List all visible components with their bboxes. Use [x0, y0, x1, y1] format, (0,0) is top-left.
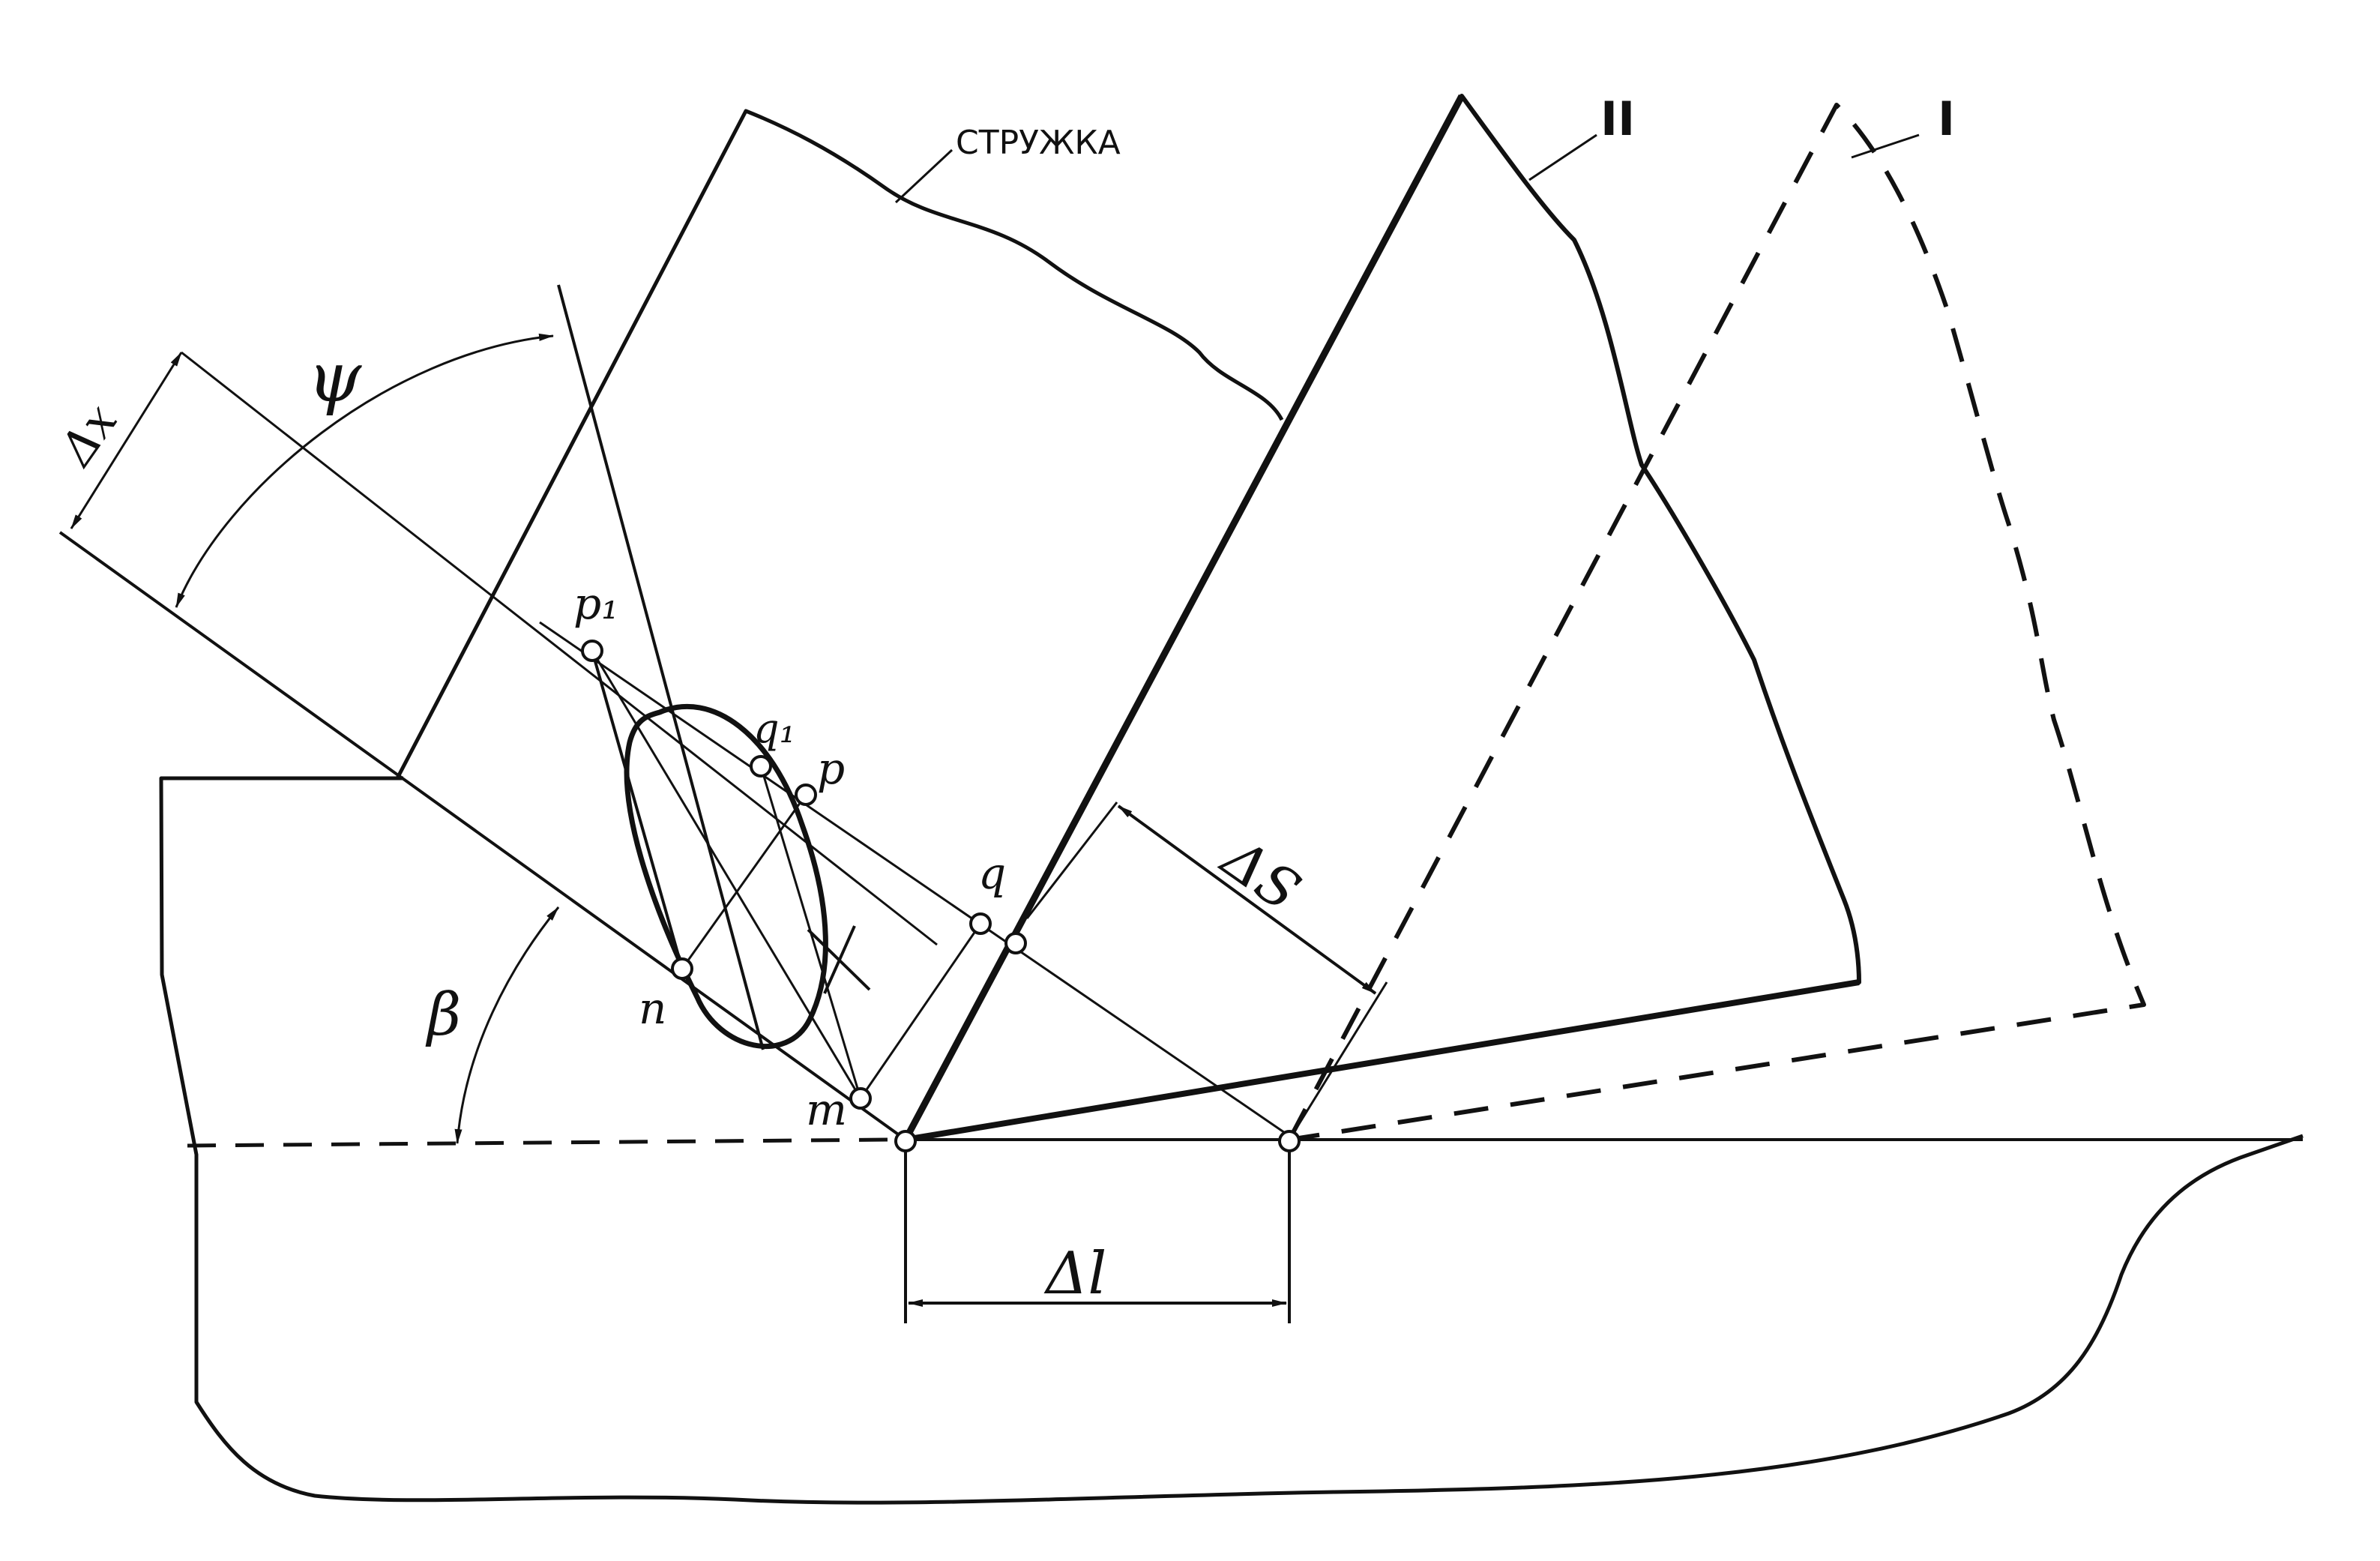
- delta-s-extension-top: [1025, 801, 1118, 919]
- label-m: m: [806, 1084, 847, 1135]
- label-delta-s: ΔS: [1209, 825, 1312, 924]
- point-p1: [581, 640, 603, 662]
- line-p1-n: [591, 650, 684, 969]
- tool-ii-flank: [905, 979, 1860, 1143]
- psi-arc: [175, 333, 554, 608]
- tool-ii-rake-face: [903, 94, 1465, 1142]
- shear-line-lower: [58, 531, 907, 1141]
- label-p: p: [817, 743, 845, 794]
- point-q1: [750, 755, 772, 778]
- point-p: [795, 783, 817, 806]
- label-delta-x: Δx: [48, 394, 128, 476]
- shear-line-upper: [181, 351, 938, 946]
- label-delta-l: Δl: [1043, 1240, 1106, 1308]
- label-chip: СТРУЖКА: [956, 124, 1121, 162]
- label-p1: p₁: [573, 578, 618, 629]
- points: [581, 640, 1301, 1152]
- tool-position-ii: [903, 94, 1861, 1142]
- chip-body: [395, 109, 1284, 780]
- label-q: q: [978, 848, 1006, 899]
- delta-s-extension-bottom: [1288, 981, 1388, 1140]
- delta-s-dimension: [1117, 804, 1377, 995]
- point-tool-tip-ii: [894, 1130, 917, 1152]
- label-q1: q₁: [753, 705, 795, 752]
- point-tool-tip-i: [1278, 1130, 1301, 1152]
- ii-leader: [1528, 133, 1597, 181]
- line-p1-m: [591, 650, 862, 1099]
- label-position-i: I: [1938, 91, 1955, 146]
- shear-line-middle: [539, 621, 1290, 1137]
- chip-leader: [894, 148, 953, 204]
- tick-mark-2: [823, 925, 856, 994]
- i-leader: [1851, 133, 1920, 159]
- point-q: [969, 912, 992, 935]
- label-beta: β: [425, 981, 461, 1049]
- workpiece-outline: [159, 776, 2304, 1505]
- delta-x-dimension: [70, 352, 183, 529]
- line-q-m: [859, 923, 982, 1099]
- dashed-baseline: [187, 1137, 893, 1148]
- point-n: [671, 957, 693, 980]
- point-m: [849, 1087, 872, 1110]
- label-n: n: [639, 983, 666, 1034]
- point-q-tool: [1004, 932, 1027, 954]
- psi-reference-line: [557, 284, 765, 1050]
- label-position-ii: II: [1600, 91, 1635, 146]
- beta-arc: [454, 906, 560, 1144]
- tool-position-i: [1287, 103, 2146, 1142]
- label-psi: ψ: [307, 337, 362, 418]
- line-n-p: [681, 794, 807, 969]
